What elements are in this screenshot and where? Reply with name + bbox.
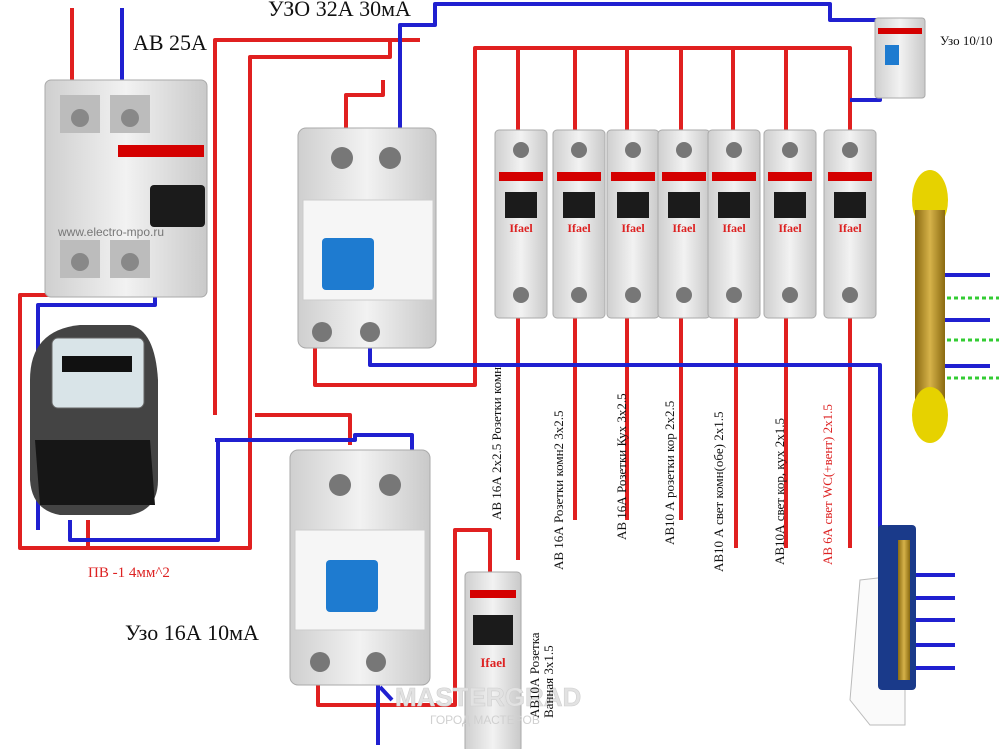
watermark-sub: ГОРОД МАСТЕРОВ (430, 713, 540, 727)
svg-text:Ifael: Ifael (672, 221, 696, 235)
svg-text:Ifael: Ifael (567, 221, 591, 235)
main-breaker-label: АВ 25А (133, 30, 207, 55)
rcd-32a (297, 127, 437, 349)
breaker-b1: Ifael (494, 129, 548, 319)
rcd-10-10 (874, 17, 926, 99)
main-breaker-ab25 (44, 79, 208, 298)
energy-meter (30, 325, 158, 515)
site-watermark: www.electro-mpo.ru (58, 225, 165, 239)
neutral-bus-bar (849, 525, 916, 726)
bath-breaker-label: АВ10А Розетка Ванная 3х1.5 (527, 632, 556, 718)
bath-breaker: Ifael (464, 571, 522, 749)
svg-text:Ifael: Ifael (621, 221, 645, 235)
breaker-b5: Ifael (707, 129, 761, 319)
breaker-b2: Ifael (552, 129, 606, 319)
cable-label: ПВ -1 4мм^2 (88, 565, 170, 581)
breaker-b4: Ifael (657, 129, 711, 319)
rcd-16a (289, 449, 431, 686)
rcd-main-label: УЗО 32А 30мА (268, 0, 411, 21)
breaker-b6: Ifael (763, 129, 817, 319)
svg-text:Ifael: Ifael (722, 221, 746, 235)
svg-text:Ifael: Ifael (778, 221, 802, 235)
svg-text:Ifael: Ifael (838, 221, 862, 235)
breaker-label-5: АВ10 А свет комн(обе) 2х1.5 (711, 411, 726, 572)
earth-wires (940, 296, 999, 380)
breaker-label-1: АВ 16А 2х2.5 Розетки комн (489, 366, 504, 520)
breaker-row: Ifael Ifael Ifael Ifael Ifael Ifael Ifael (494, 129, 877, 319)
breaker-b7: Ifael (823, 129, 877, 319)
rcd-small-label: Узо 10/10 (940, 33, 993, 48)
breaker-label-7: АВ 6А свет WC(+вент) 2х1.5 (820, 404, 835, 565)
earth-bus-bar (912, 170, 948, 443)
breaker-label-4: АВ10 А розетки кор 2х2.5 (662, 400, 677, 545)
svg-text:Ifael: Ifael (509, 221, 533, 235)
breaker-label-2: АВ 16А Розетки комн2 3х2.5 (551, 410, 566, 570)
breaker-label-3: АВ 16А Розетки Кух 3х2.5 (614, 393, 629, 540)
rcd-16-label: Узо 16А 10мА (125, 620, 259, 645)
breaker-label-6: АВ10А свет кор, кух 2х1.5 (772, 417, 787, 565)
svg-text:Ifael: Ifael (480, 655, 506, 670)
watermark-main: MASTERGRAD (395, 682, 581, 712)
breaker-b3: Ifael (606, 129, 660, 319)
